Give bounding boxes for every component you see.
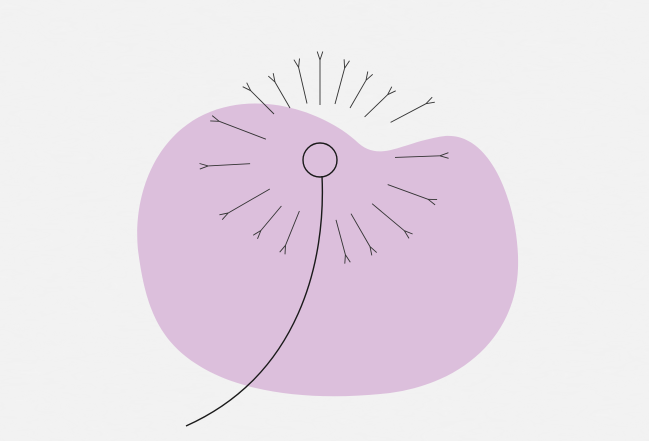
seed-fork	[298, 58, 300, 68]
seed-fork	[403, 230, 410, 239]
seed-center-circle	[302, 142, 338, 178]
seed-fork	[439, 152, 449, 157]
seed-fork	[345, 254, 351, 263]
seed-fork	[242, 86, 251, 92]
seed-filament	[334, 68, 346, 105]
seed-filament	[335, 219, 346, 255]
seed-fork	[344, 254, 346, 264]
seed-fork	[257, 230, 262, 239]
seed-filament	[364, 94, 388, 118]
seed-filament	[208, 163, 251, 167]
seed-fork	[199, 165, 209, 170]
seed-filament	[350, 213, 371, 247]
seed-fork	[387, 90, 396, 96]
purple-blob	[137, 103, 519, 397]
seed-filament	[387, 184, 429, 200]
seed-fork	[199, 163, 209, 167]
seed-fork	[211, 115, 220, 122]
seed-fork	[246, 82, 252, 91]
seed-filament	[371, 203, 405, 232]
seed-fork	[425, 96, 433, 105]
seed-filaments	[199, 51, 449, 264]
seed-fork	[279, 245, 286, 253]
seed-fork	[344, 60, 350, 69]
seed-filament	[227, 188, 271, 214]
dandelion	[185, 51, 449, 427]
seed-fork	[425, 101, 435, 105]
seed-filament	[219, 120, 267, 140]
seed-fork	[369, 246, 373, 256]
seed-fork	[427, 198, 436, 206]
seed-fork	[272, 73, 276, 83]
seed-fork	[293, 59, 299, 68]
seed-fork	[252, 230, 262, 236]
seed-fork	[439, 155, 449, 159]
seed-filament	[285, 210, 300, 246]
seed-fork	[343, 59, 346, 69]
seed-fork	[365, 71, 369, 81]
stem	[185, 175, 324, 427]
seed-filament	[390, 103, 427, 123]
seed-fork	[267, 75, 276, 83]
seed-filament	[349, 80, 367, 109]
seed-fork	[284, 245, 286, 255]
seed-filament	[260, 205, 282, 231]
seed-fork	[387, 86, 393, 95]
seed-fork	[221, 212, 229, 221]
seed-fork	[319, 51, 324, 61]
seed-filament	[298, 67, 308, 104]
seed-fork	[369, 246, 378, 253]
seed-fork	[365, 73, 374, 81]
seed-fork	[316, 51, 321, 61]
seed-filament	[274, 81, 291, 109]
seed-fork	[219, 212, 229, 216]
seed-fork	[404, 230, 413, 235]
seed-filament	[394, 155, 440, 158]
seed-filament	[250, 90, 275, 115]
